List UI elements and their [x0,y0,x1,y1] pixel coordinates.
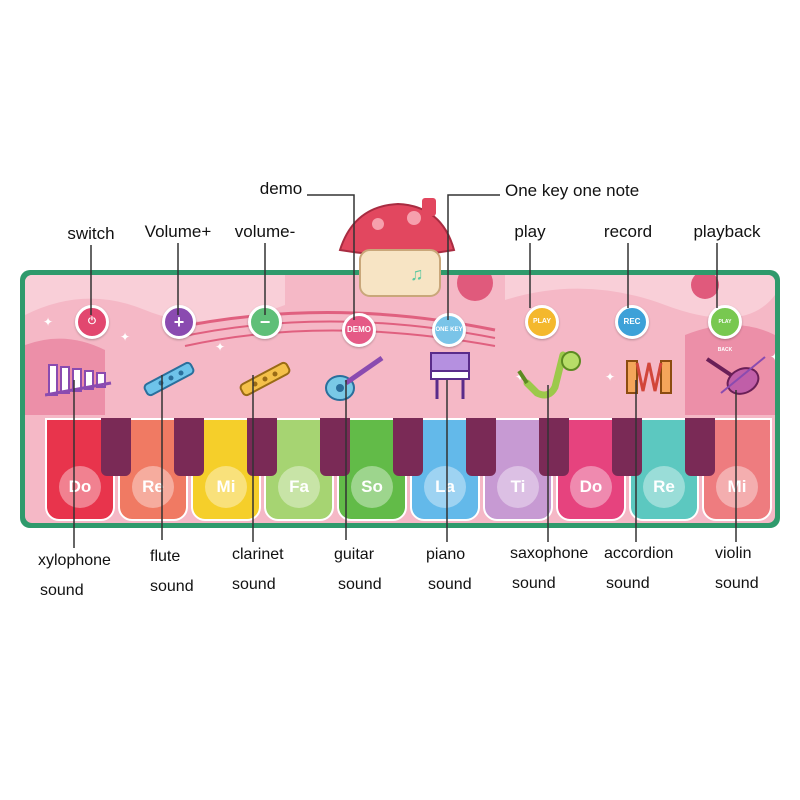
note-label: So [351,466,393,508]
label-saxophone: saxophone [510,545,589,562]
play-button[interactable]: PLAY [525,305,559,339]
label-switch: switch [67,224,115,243]
label-demo: demo [259,179,303,198]
label-saxophone-sound: sound [512,575,556,592]
record-button[interactable]: REC [615,305,649,339]
label-flute: flute [150,548,181,565]
label-one-key-one-note: One key one note [505,181,640,200]
label-violin: violin [715,545,752,562]
label-xylophone-sound: sound [40,582,84,599]
note-label: Re [643,466,685,508]
clarinet-icon[interactable] [233,355,295,403]
switch-button[interactable]: ⏻ [75,305,109,339]
piano-icon[interactable] [425,347,475,405]
xylophone-icon[interactable] [45,357,115,402]
black-key[interactable] [685,418,715,476]
sparkle-icon: ✦ [515,370,526,384]
accordion-icon[interactable] [621,351,677,401]
note-label: Re [132,466,174,508]
black-key[interactable] [101,418,131,476]
label-record: record [603,222,653,241]
play-button-label: PLAY [532,318,552,325]
one-key-button[interactable]: ONE KEY [432,313,466,347]
label-volume-down: volume- [234,222,296,241]
label-clarinet-sound: sound [232,576,276,593]
black-key[interactable] [393,418,423,476]
label-accordion: accordion [604,545,674,562]
label-guitar-sound: sound [338,576,382,593]
mat-surface: ✦ ✦ ✦ ✦ ✦ ✦ ⏻ + − DEMO ONE KEY PLAY REC … [25,275,775,523]
note-label: La [424,466,466,508]
black-key[interactable] [539,418,569,476]
note-label: Mi [205,466,247,508]
svg-text:♫: ♫ [410,264,424,284]
label-accordion-sound: sound [606,575,650,592]
piano-mat: ✦ ✦ ✦ ✦ ✦ ✦ ⏻ + − DEMO ONE KEY PLAY REC … [20,270,780,528]
label-piano-sound: sound [428,576,472,593]
power-icon: ⏻ [88,316,96,327]
note-label: Do [59,466,101,508]
demo-button[interactable]: DEMO [342,313,376,347]
label-playback: playback [693,222,761,241]
label-play: play [514,222,546,241]
volume-down-button[interactable]: − [248,305,282,339]
flute-icon[interactable] [137,355,199,403]
demo-button-label: DEMO [347,325,371,334]
label-xylophone: xylophone [38,552,111,569]
note-label: Mi [716,466,758,508]
label-volume-up: Volume+ [144,222,212,241]
mushroom-house-icon: ♫ [338,198,456,297]
black-key[interactable] [612,418,642,476]
playback-button[interactable]: PLAY BACK [708,305,742,353]
volume-up-button[interactable]: + [162,305,196,339]
black-key[interactable] [174,418,204,476]
one-key-button-label: ONE KEY [435,327,463,333]
label-clarinet: clarinet [232,546,284,563]
guitar-icon[interactable] [320,350,390,405]
mat-background-art [25,275,775,415]
playback-button-label: PLAY BACK [717,319,733,353]
label-violin-sound: sound [715,575,759,592]
sparkle-icon: ✦ [215,340,226,354]
black-key[interactable] [320,418,350,476]
note-label: Ti [497,466,539,508]
sparkle-icon: ✦ [43,315,54,329]
label-piano: piano [426,546,466,563]
sparkle-icon: ✦ [770,350,775,364]
note-label: Do [570,466,612,508]
note-label: Fa [278,466,320,508]
black-key[interactable] [466,418,496,476]
sparkle-icon: ✦ [120,330,131,344]
plus-icon: + [173,312,185,332]
minus-icon: − [259,312,271,332]
black-key[interactable] [247,418,277,476]
violin-icon[interactable] [701,347,771,403]
record-button-label: REC [623,317,641,326]
sparkle-icon: ✦ [605,370,616,384]
label-guitar: guitar [334,546,375,563]
label-flute-sound: sound [150,578,194,595]
saxophone-icon[interactable] [515,347,581,405]
